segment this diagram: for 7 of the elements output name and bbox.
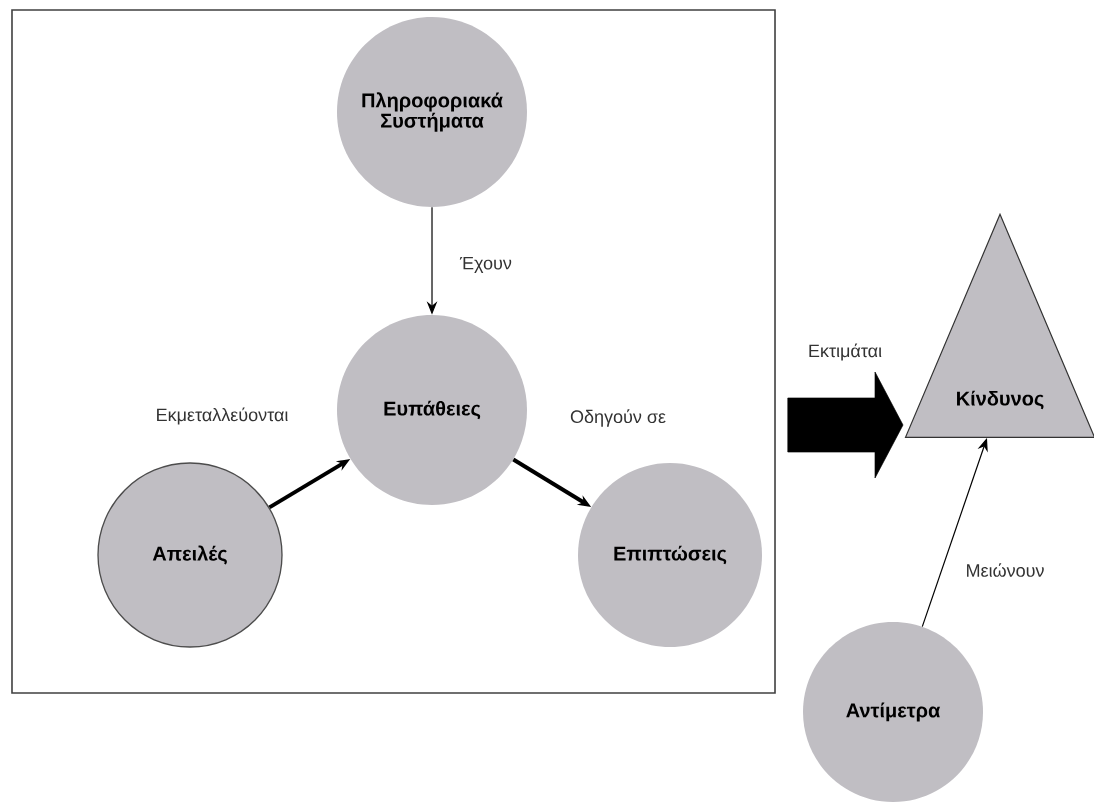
- block-arrow: [787, 371, 904, 479]
- edge-label: Μειώνουν: [962, 560, 1048, 580]
- frame-box: [11, 9, 776, 694]
- edge-label: Εκμεταλλεύονται: [152, 404, 292, 428]
- edge-label: Εκτιμάται: [805, 340, 885, 364]
- edge-label: Οδηγούν σε: [567, 406, 669, 430]
- edge-label: Έχουν: [457, 254, 515, 276]
